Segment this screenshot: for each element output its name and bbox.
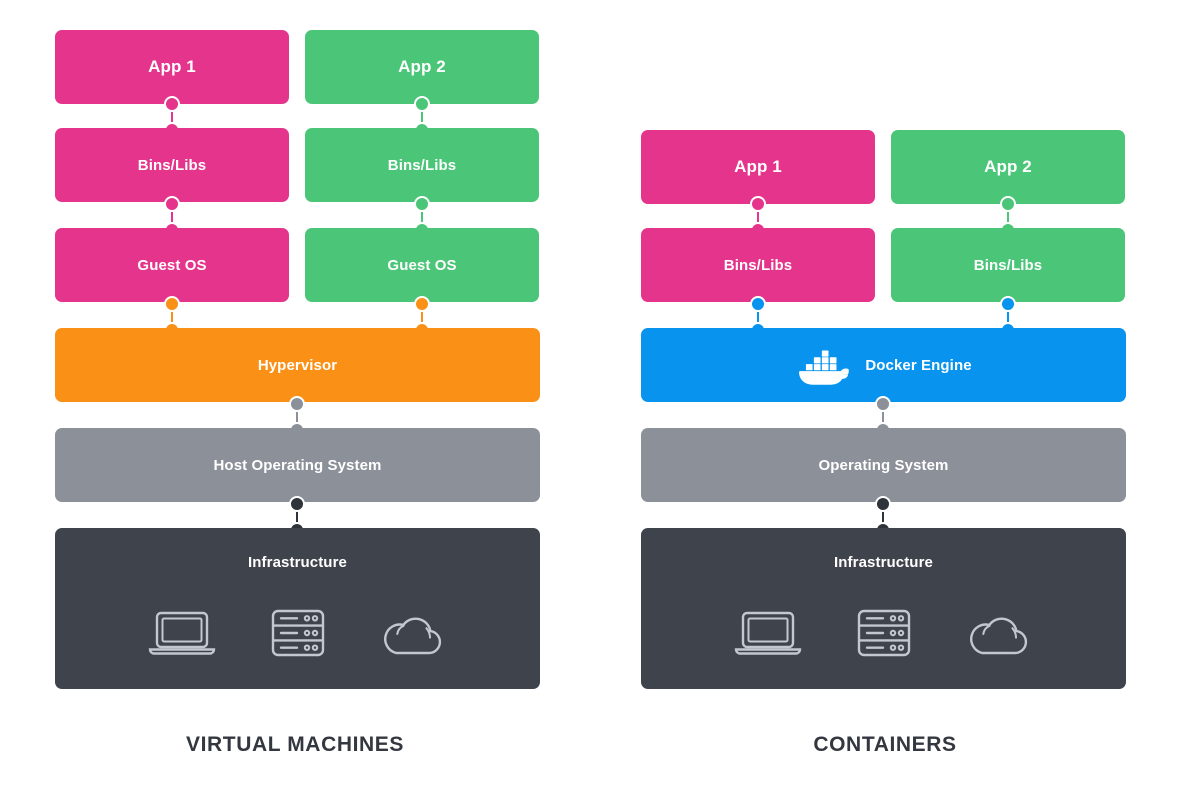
connector-line xyxy=(421,302,423,332)
container-infrastructure-label: Infrastructure xyxy=(834,554,933,571)
connector-dot-top xyxy=(414,196,430,212)
vm-binslibs2-box[interactable]: Bins/Libs xyxy=(305,128,539,202)
connector-dot-top xyxy=(289,496,305,512)
container-app1-label: App 1 xyxy=(734,157,782,176)
container-infrastructure-box[interactable]: Infrastructure xyxy=(641,528,1126,689)
vm-binslibs2-label: Bins/Libs xyxy=(387,156,457,174)
containers-panel: App 1 Bins/Libs App 2 Bins/Libs xyxy=(590,0,1180,787)
laptop-icon xyxy=(124,606,240,660)
connector-line xyxy=(296,502,298,532)
vm-app1-label: App 1 xyxy=(148,57,196,76)
laptop-icon xyxy=(710,606,826,660)
hypervisor-box[interactable]: Hypervisor xyxy=(55,328,540,402)
connector-line xyxy=(1007,302,1009,332)
container-app2-label: App 2 xyxy=(984,157,1032,176)
container-binslibs2-label: Bins/Libs xyxy=(973,256,1043,274)
connector-dot-top xyxy=(1000,196,1016,212)
vm-infrastructure-label: Infrastructure xyxy=(248,554,347,571)
vm-guestos1-box[interactable]: Guest OS xyxy=(55,228,289,302)
connector-line xyxy=(171,102,173,132)
docker-engine-box[interactable]: Docker Engine xyxy=(641,328,1126,402)
vm-binslibs1-box[interactable]: Bins/Libs xyxy=(55,128,289,202)
vm-guestos1-label: Guest OS xyxy=(137,256,207,274)
vm-app2-box[interactable]: App 2 xyxy=(305,30,539,104)
virtual-machines-caption: VIRTUAL MACHINES xyxy=(185,733,405,756)
connector-dot-top xyxy=(414,96,430,112)
vm-app2-label: App 2 xyxy=(398,57,446,76)
operating-system-box[interactable]: Operating System xyxy=(641,428,1126,502)
server-rack-icon xyxy=(826,606,942,660)
container-binslibs1-box[interactable]: Bins/Libs xyxy=(641,228,875,302)
connector-dot-top xyxy=(750,196,766,212)
host-operating-system-box[interactable]: Host Operating System xyxy=(55,428,540,502)
vm-guestos2-box[interactable]: Guest OS xyxy=(305,228,539,302)
vm-infrastructure-icons xyxy=(55,606,540,660)
connector-dot-top xyxy=(750,296,766,312)
vm-app1-box[interactable]: App 1 xyxy=(55,30,289,104)
connector-dot-top xyxy=(164,296,180,312)
docker-engine-label: Docker Engine xyxy=(865,356,972,374)
server-rack-icon xyxy=(240,606,356,660)
vm-guestos2-label: Guest OS xyxy=(387,256,457,274)
container-infrastructure-icons xyxy=(641,606,1126,660)
connector-line xyxy=(421,202,423,232)
connector-line xyxy=(171,202,173,232)
connector-line xyxy=(171,302,173,332)
container-binslibs2-box[interactable]: Bins/Libs xyxy=(891,228,1125,302)
connector-dot-top xyxy=(414,296,430,312)
connector-line xyxy=(757,202,759,232)
cloud-icon xyxy=(942,606,1058,660)
operating-system-label: Operating System xyxy=(818,456,949,474)
virtual-machines-panel: App 1 Bins/Libs Guest OS App 2 xyxy=(55,30,540,756)
container-app1-box[interactable]: App 1 xyxy=(641,130,875,204)
docker-engine-content: Docker Engine xyxy=(795,344,972,386)
cloud-icon xyxy=(356,606,472,660)
connector-line xyxy=(882,502,884,532)
connector-dot-top xyxy=(875,396,891,412)
connector-dot-top xyxy=(289,396,305,412)
container-app2-box[interactable]: App 2 xyxy=(891,130,1125,204)
connector-line xyxy=(882,402,884,432)
connector-dot-top xyxy=(164,196,180,212)
connector-dot-top xyxy=(875,496,891,512)
connector-line xyxy=(1007,202,1009,232)
host-operating-system-label: Host Operating System xyxy=(213,456,382,474)
vm-binslibs1-label: Bins/Libs xyxy=(137,156,207,174)
docker-whale-icon xyxy=(795,344,851,386)
connector-line xyxy=(757,302,759,332)
hypervisor-label: Hypervisor xyxy=(257,356,338,374)
connector-line xyxy=(421,102,423,132)
container-binslibs1-label: Bins/Libs xyxy=(723,256,793,274)
connector-dot-top xyxy=(164,96,180,112)
connector-line xyxy=(296,402,298,432)
vm-infrastructure-box[interactable]: Infrastructure xyxy=(55,528,540,689)
connector-dot-top xyxy=(1000,296,1016,312)
containers-caption: CONTAINERS xyxy=(813,733,957,756)
